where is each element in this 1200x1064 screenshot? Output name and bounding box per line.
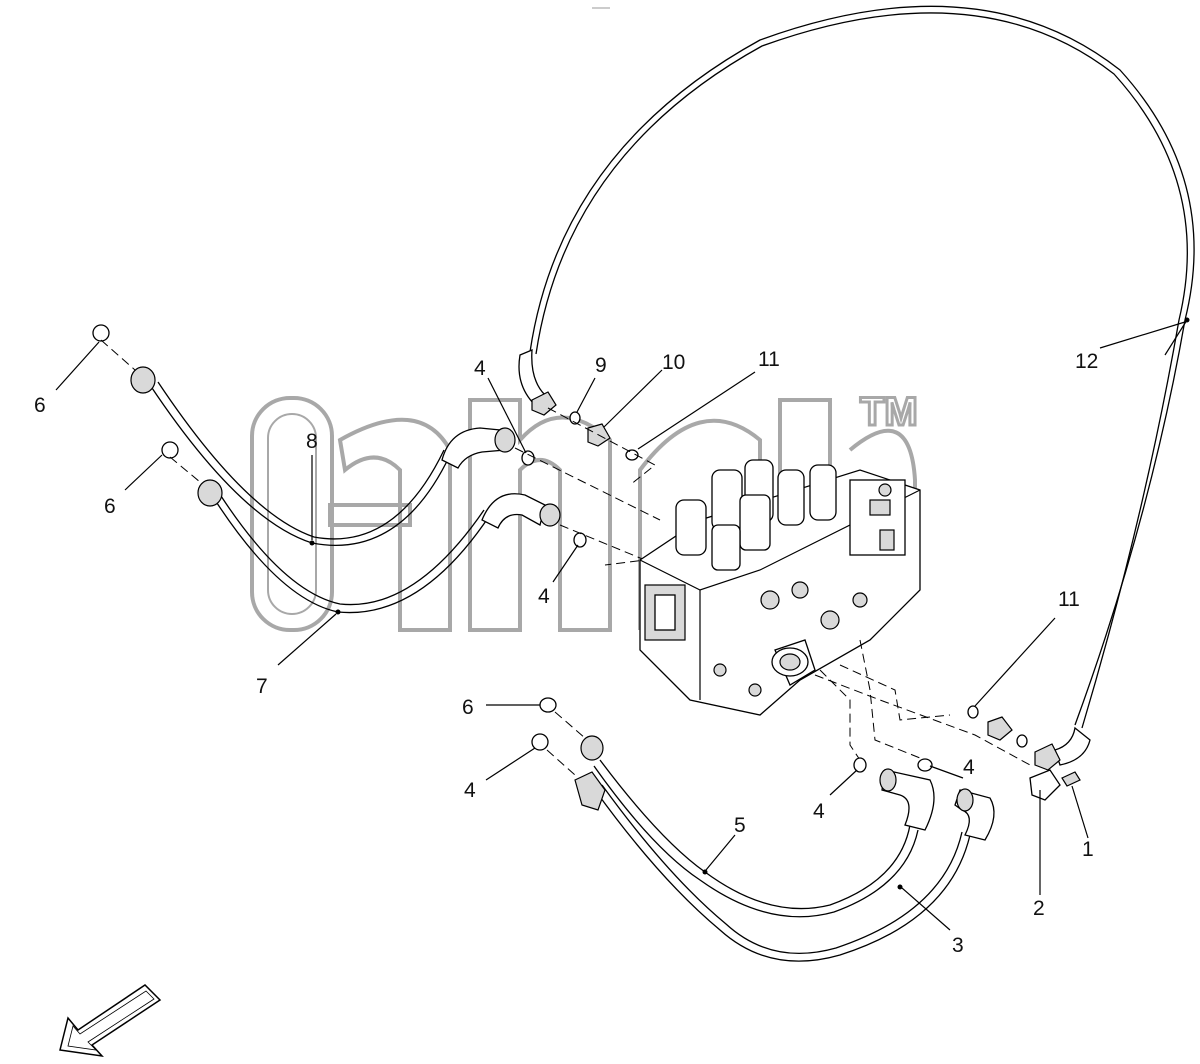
hose-3-end-fitting [574, 771, 606, 811]
dash-6-lower [554, 711, 586, 739]
hose-5-inner [593, 765, 919, 918]
dash-hose3 [859, 639, 926, 761]
dash-6-middle [169, 456, 201, 483]
hose-5-end-fitting [580, 735, 604, 761]
hose-7-elbow [481, 493, 546, 529]
callout-4-top: 4 [474, 357, 486, 380]
dash-6-top [100, 339, 136, 371]
callout-8: 8 [306, 430, 318, 453]
cap-4-lower [531, 733, 549, 751]
cap-6-top [92, 324, 110, 342]
bolt-1 [1061, 771, 1081, 787]
callout-1: 1 [1082, 838, 1094, 861]
o-ring-11-top [625, 449, 639, 461]
callout-4-lower-center: 4 [813, 800, 825, 823]
callout-6-top: 6 [34, 394, 46, 417]
callout-3: 3 [952, 934, 964, 957]
watermark-trademark: TM [860, 390, 918, 434]
callout-6-middle: 6 [104, 495, 116, 518]
hose-3-nut [956, 788, 974, 812]
callout-10: 10 [662, 351, 685, 374]
o-ring-9 [569, 411, 581, 425]
callout-6-lower: 6 [462, 696, 474, 719]
o-ring-4-top [521, 450, 535, 466]
hose-5-point [702, 869, 708, 875]
dash-hose7 [559, 524, 647, 566]
callout-5: 5 [734, 814, 746, 837]
dash-right-2 [839, 664, 951, 721]
dash-4-lower [546, 749, 576, 776]
cap-6-middle [161, 441, 179, 459]
callout-11-top: 11 [758, 348, 780, 371]
hose-8-end-fitting [130, 366, 156, 394]
hose-7-inner [220, 495, 485, 606]
o-ring-4-middle [573, 532, 587, 548]
hose-8-inner [157, 381, 445, 540]
callout-11-right: 11 [1058, 588, 1080, 611]
hose-8-point [309, 540, 315, 546]
hose-3-point [897, 884, 903, 890]
front-direction-arrow-icon [59, 984, 162, 1058]
dash-hose8 [514, 447, 661, 521]
watermark-logo: TM [250, 389, 919, 632]
callout-12: 12 [1075, 350, 1098, 373]
hose-12-inner [535, 12, 1188, 729]
callout-7: 7 [256, 675, 268, 698]
o-ring-11-right [967, 705, 979, 719]
hose-3 [594, 789, 971, 962]
hose-5 [599, 759, 911, 910]
hose-8 [149, 384, 451, 547]
hose-7-end-fitting [197, 479, 223, 507]
dash-hose5 [819, 669, 861, 761]
control-valve-assembly [639, 459, 921, 716]
callout-9: 9 [595, 354, 607, 377]
callout-2: 2 [1033, 897, 1045, 920]
flange-clamp-2 [1029, 769, 1061, 801]
callout-4-lower-left: 4 [464, 779, 476, 802]
hose-5-nut [879, 768, 897, 792]
o-ring-right [1016, 734, 1028, 748]
hose-12 [529, 5, 1195, 726]
hose-8-elbow [441, 427, 506, 469]
cap-6-lower [539, 697, 557, 713]
hose-8-nut [494, 427, 516, 453]
leader-lines [55, 319, 1188, 931]
hose-7-point [335, 609, 341, 615]
hose-12-lower-nut [1034, 743, 1061, 771]
hose-12-lower-end [1054, 726, 1091, 766]
callout-4-middle: 4 [538, 585, 550, 608]
hose-7-nut [539, 503, 561, 527]
assembly-dash-top [547, 407, 656, 486]
o-ring-4-lower-b [917, 758, 933, 772]
adapter-right [987, 716, 1013, 741]
hose-3-inner [601, 784, 963, 954]
o-ring-4-lower-a [853, 757, 867, 773]
callout-4-lower-right: 4 [963, 756, 975, 779]
